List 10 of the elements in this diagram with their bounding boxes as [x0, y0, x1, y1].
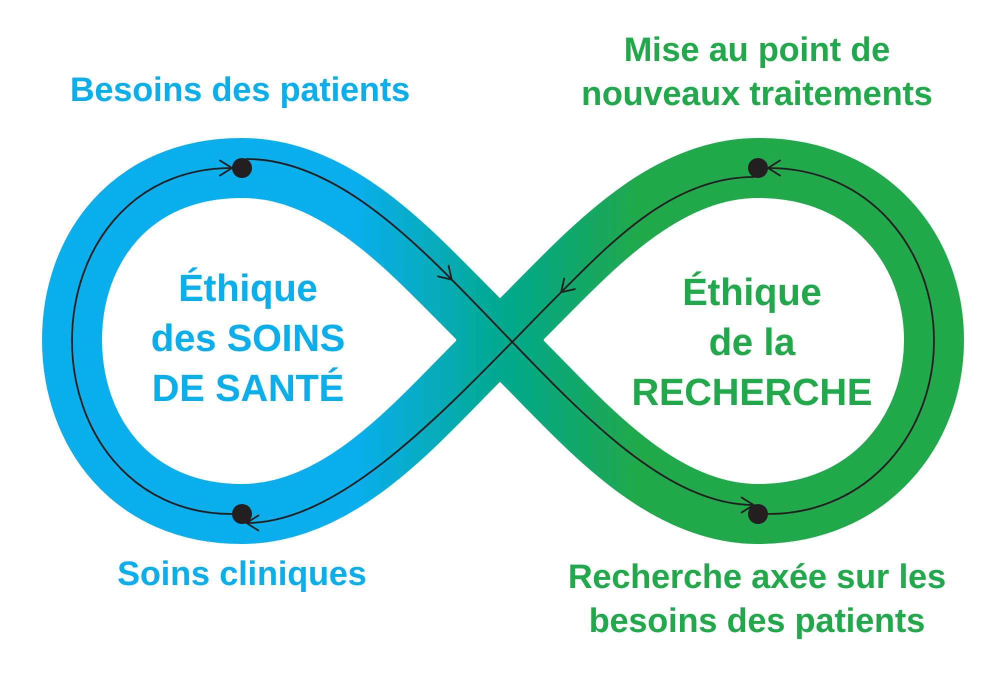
- loop-title: Éthique de la RECHERCHE: [632, 270, 872, 416]
- loop-title: Éthique des SOINS DE SANTÉ: [150, 266, 346, 412]
- point-label: Recherche axée sur les besoins des patients: [566, 557, 948, 642]
- point-label: Besoins des patients: [70, 70, 410, 111]
- arrow: [71, 160, 233, 515]
- loop-band: [456, 138, 964, 544]
- arrow: [767, 160, 935, 515]
- point-label: Mise au point de nouveaux traitements: [580, 30, 934, 115]
- point-label: Soins cliniques: [117, 554, 367, 595]
- loop-band: [42, 138, 544, 544]
